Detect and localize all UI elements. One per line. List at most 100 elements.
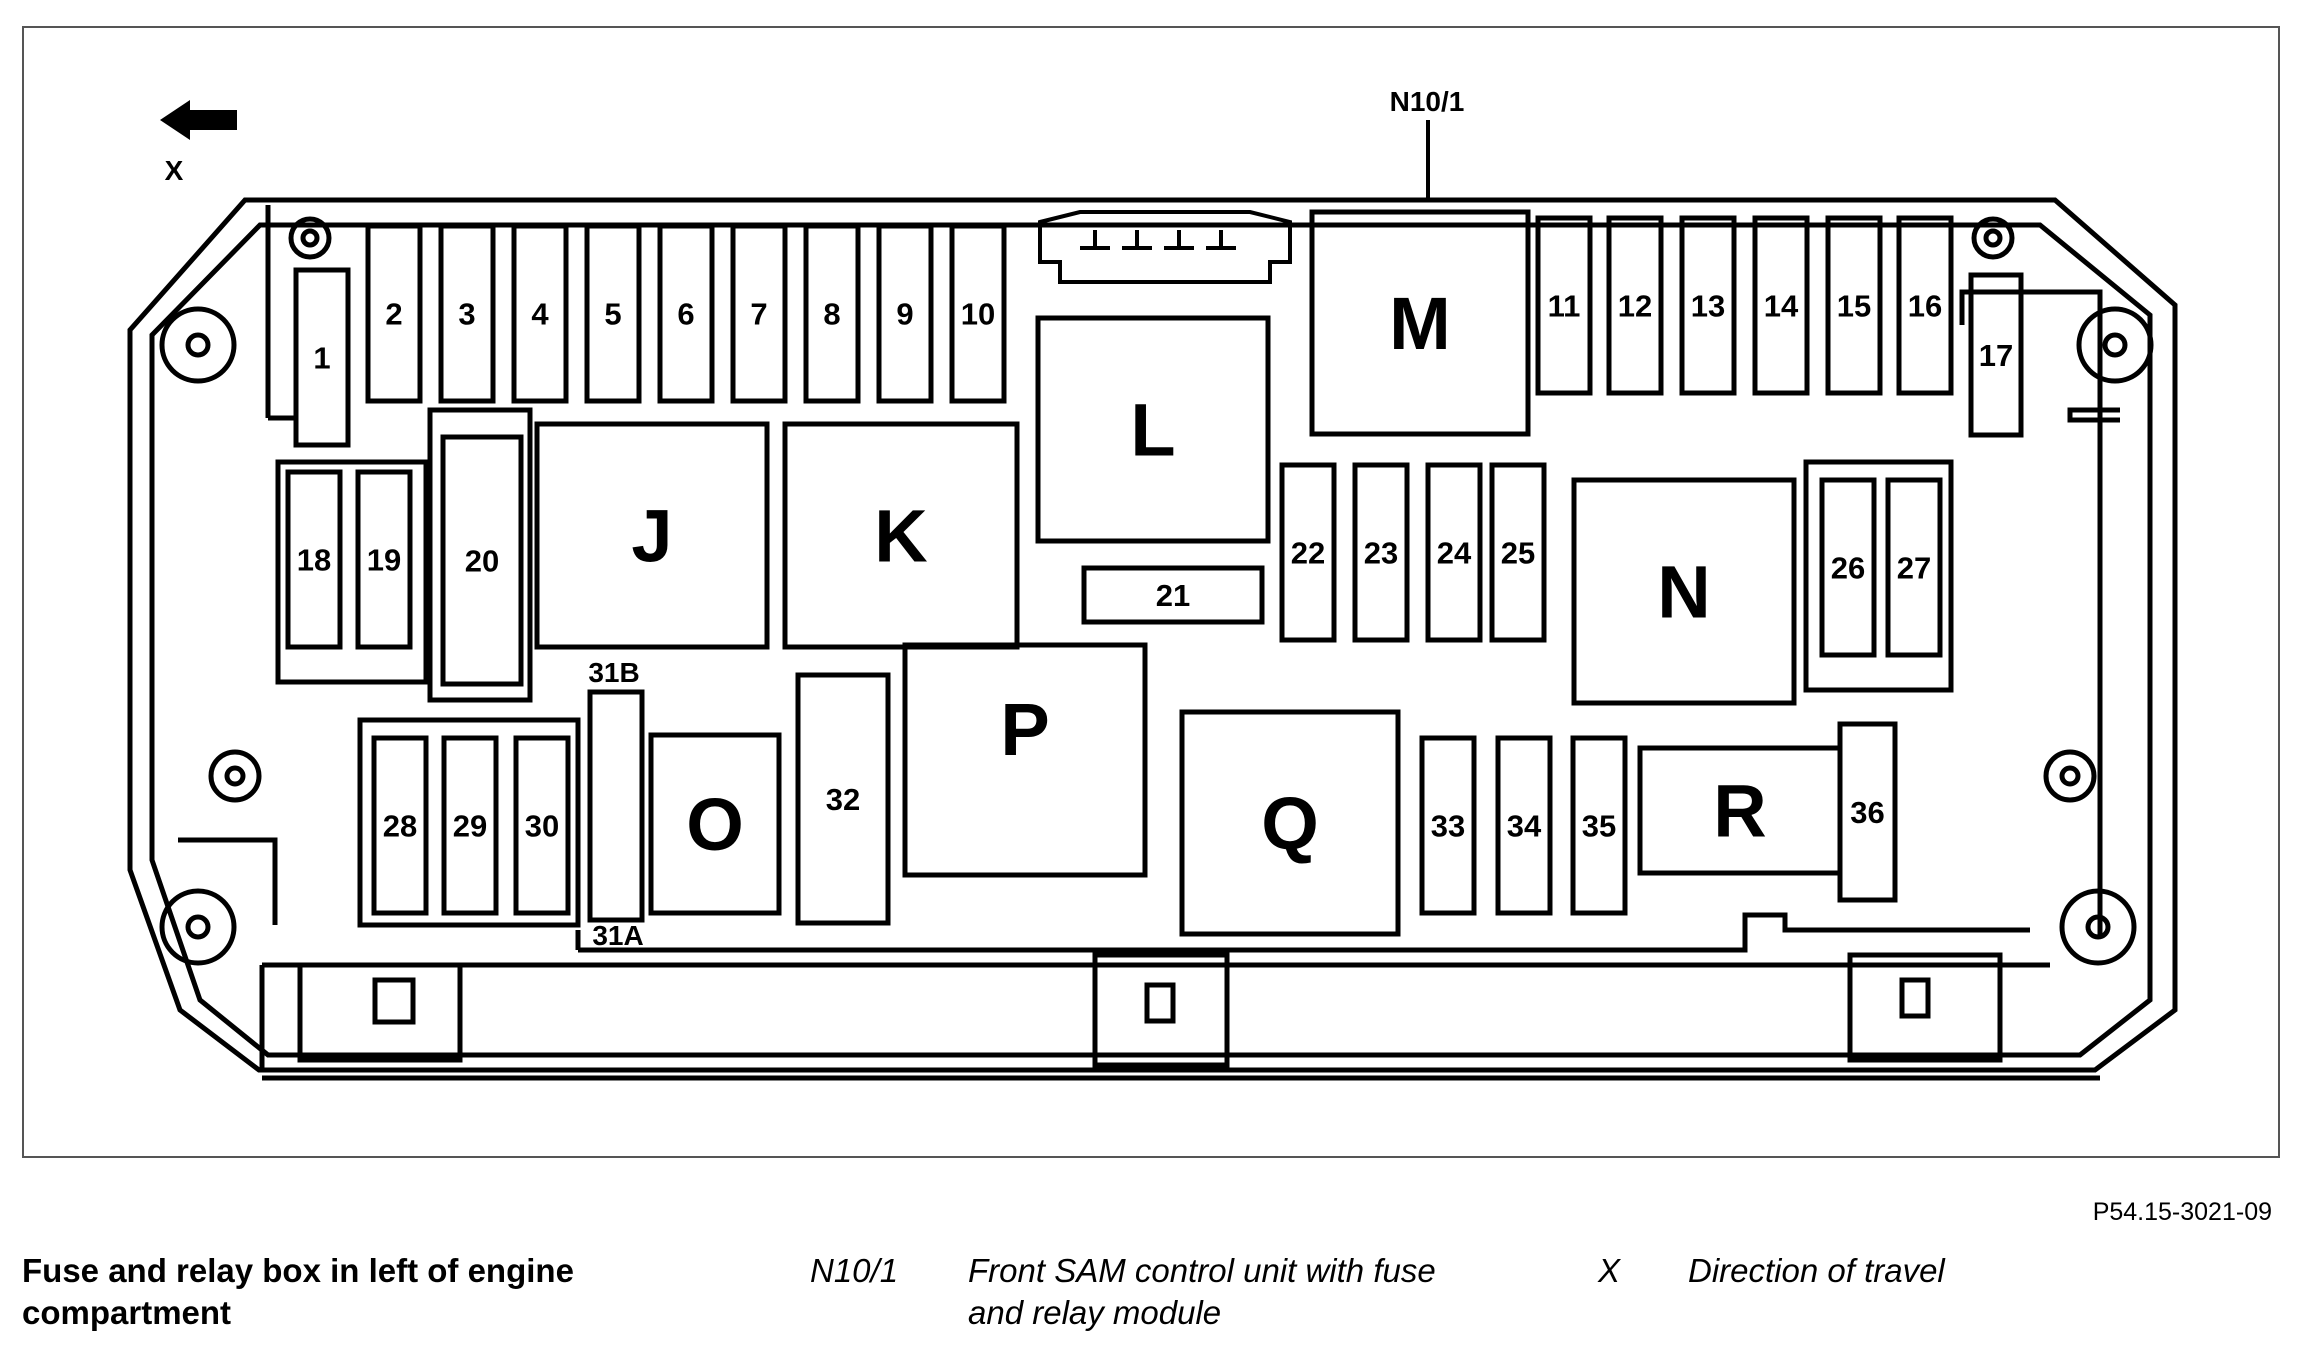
fuse-label-22: 22 [1291,536,1325,571]
caption-title: Fuse and relay box in left of engine com… [22,1252,574,1331]
figure-reference: P54.15-3021-09 [2092,1198,2272,1226]
fuse-21 [1081,565,1265,625]
fuse-14 [1752,215,1810,396]
fuse-label-16: 16 [1908,289,1942,324]
direction-label: X [165,155,184,186]
fuse-label-1: 1 [313,341,330,376]
fuse-26 [1819,477,1877,658]
fuse-label-17: 17 [1979,338,2013,373]
fuse-33 [1419,735,1477,916]
relay-Q [1179,709,1401,937]
fuse-label-18: 18 [297,543,331,578]
legend-description-direction: Direction of travel [1688,1252,1945,1289]
fuse-label-8: 8 [823,297,840,332]
mount-hole-top-right [2076,306,2154,384]
relay-P [902,642,1148,878]
fuse-35 [1570,735,1628,916]
fuse-12 [1606,215,1664,396]
direction-arrow-icon [160,100,237,140]
fuse-30 [513,735,571,916]
fuse-10 [949,223,1007,404]
relay-label-J: J [631,495,672,578]
fuse-label-6: 6 [677,297,694,332]
relay-label-L: L [1130,389,1175,472]
fuse-label-25: 25 [1501,536,1535,571]
fuse-label-2: 2 [385,297,402,332]
fuse-20 [440,434,524,687]
fuse-32 [795,672,891,926]
fuse-31 [587,689,645,923]
fuse-24 [1425,462,1483,643]
fuse-17 [1968,272,2024,438]
fuse-label-12: 12 [1618,289,1652,324]
fuse-label-34: 34 [1507,809,1542,844]
fuse-label-9: 9 [896,297,913,332]
fuse-label-28: 28 [383,809,417,844]
legend-description-module: Front SAM control unit with fuse and rel… [968,1252,1436,1331]
fuse-label-7: 7 [750,297,767,332]
fuse-1 [293,267,351,448]
connector-plug [1038,210,1292,284]
fuse-label-14: 14 [1764,289,1799,324]
relay-label-K: K [874,495,927,578]
relay-label-P: P [1000,688,1049,771]
relay-label-R: R [1713,770,1766,853]
legend-code-direction: X [1598,1252,1621,1289]
relay-group: J K L M N O P Q R [534,209,1843,937]
fuse-label-21: 21 [1156,578,1190,613]
fuse-23 [1352,462,1410,643]
fuse-label-5: 5 [604,297,621,332]
fuse-22 [1279,462,1337,643]
fuse-2 [365,223,423,404]
fuse-5 [584,223,642,404]
fuse-label-11: 11 [1548,289,1581,324]
fuse-28 [371,735,429,916]
module-label: N10/1 [1390,86,1465,117]
fuse-label-23: 23 [1364,536,1398,571]
fuse-15 [1825,215,1883,396]
fuse-label-15: 15 [1837,289,1871,324]
fuse-31A-label: 31A [592,920,643,951]
fuse-label-26: 26 [1831,551,1865,586]
relay-J [534,421,770,650]
mount-hole-bottom-right [2059,888,2137,966]
housing-outline [127,197,2178,1073]
fuse-8 [803,223,861,404]
mount-hole-bottom-left [159,888,237,966]
relay-N [1571,477,1797,706]
relay-label-O: O [686,783,744,866]
fuse-18 [285,469,343,650]
relay-M [1309,209,1531,437]
relay-label-N: N [1657,551,1710,634]
fuse-6 [657,223,715,404]
relay-R [1637,745,1843,876]
fuse-label-13: 13 [1691,289,1725,324]
fuse-19 [355,469,413,650]
relay-label-M: M [1389,282,1451,365]
fuse-label-29: 29 [453,809,487,844]
fuse-3 [438,223,496,404]
fuse-25 [1489,462,1547,643]
fuse-label-33: 33 [1431,809,1465,844]
fuse-label-19: 19 [367,543,401,578]
fuse-34 [1495,735,1553,916]
fuse-label-35: 35 [1582,809,1616,844]
relay-L [1035,315,1271,544]
fuse-31B-label: 31B [588,657,639,688]
fuse-16 [1896,215,1954,396]
fuse-label-30: 30 [525,809,559,844]
relay-label-Q: Q [1261,782,1319,865]
fuse-label-32: 32 [826,782,860,817]
fuse-11 [1535,215,1593,396]
diagram-frame [22,26,2280,1158]
fuse-label-24: 24 [1437,536,1472,571]
fuse-4 [511,223,569,404]
fuse-7 [730,223,788,404]
fuse-29 [441,735,499,916]
relay-O [648,732,782,916]
fuse-label-10: 10 [961,297,995,332]
fuse-label-36: 36 [1850,795,1884,830]
fuse-9 [876,223,934,404]
